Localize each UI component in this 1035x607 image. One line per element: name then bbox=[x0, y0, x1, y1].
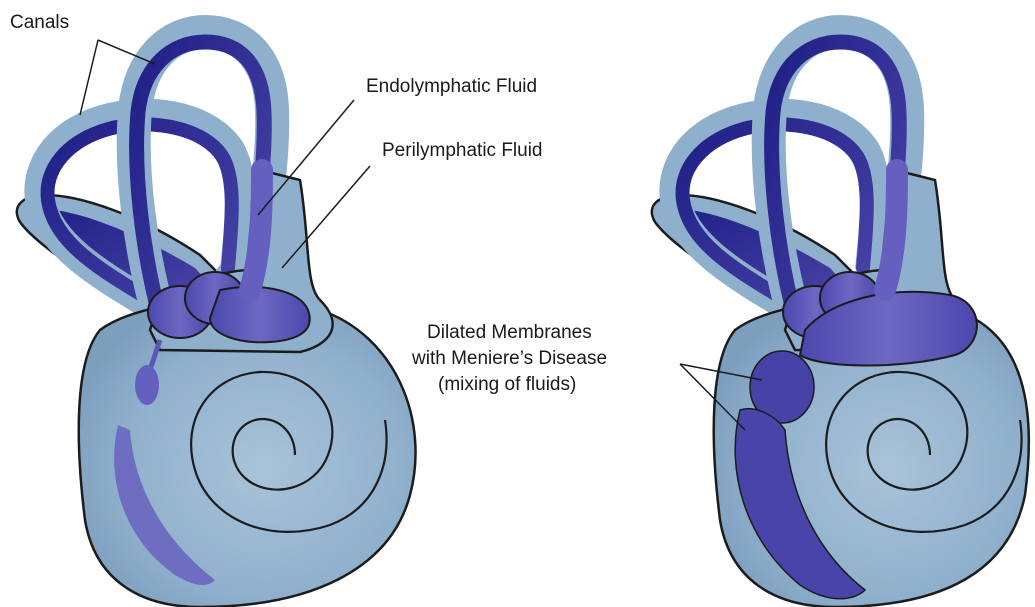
label-canals: Canals bbox=[10, 12, 69, 33]
label-dilated-line2: with Meniere’s Disease bbox=[411, 348, 607, 369]
left-inner-ear: Canals Endolymphatic Fluid Perilymphatic… bbox=[10, 12, 543, 607]
label-endolymphatic: Endolymphatic Fluid bbox=[366, 76, 537, 97]
label-dilated-line1: Dilated Membranes bbox=[427, 322, 592, 343]
right-inner-ear: Dilated Membranes with Meniere’s Disease… bbox=[411, 32, 1029, 607]
left-utricle bbox=[210, 287, 310, 342]
left-endolymph-duct bbox=[250, 170, 262, 290]
label-perilymphatic: Perilymphatic Fluid bbox=[382, 140, 543, 161]
pointer-canals-2 bbox=[80, 40, 98, 115]
label-dilated-line3: (mixing of fluids) bbox=[438, 374, 576, 395]
right-endolymph-duct bbox=[885, 170, 897, 290]
left-saccule bbox=[135, 365, 159, 405]
